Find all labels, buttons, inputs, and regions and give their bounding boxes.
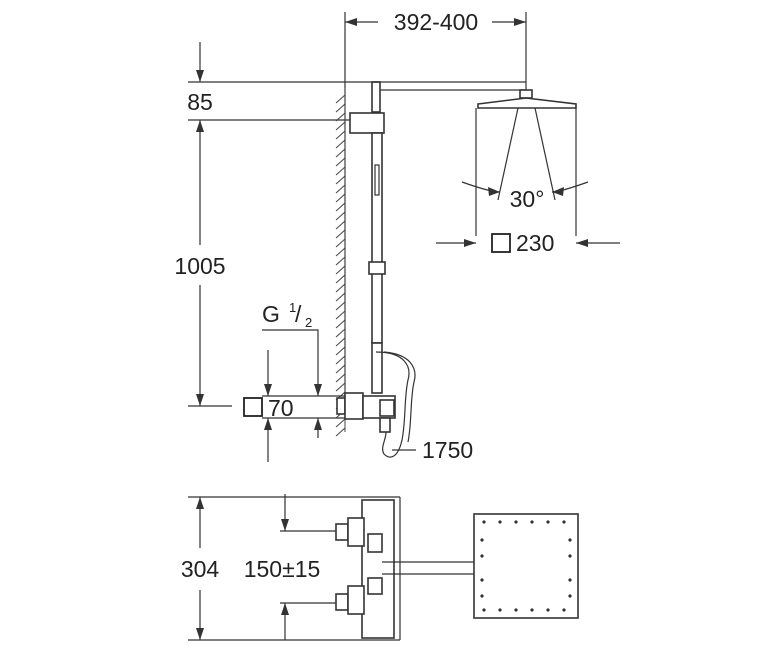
hose-dimension: 1750 xyxy=(375,351,473,463)
inlet-spacing-label: 150±15 xyxy=(244,556,321,582)
wall-hatching xyxy=(335,88,346,437)
thread-dimension: G 1 / 2 xyxy=(262,300,322,438)
hose-length-label: 1750 xyxy=(422,437,473,463)
head-size-label: 230 xyxy=(516,230,554,256)
height-dimensions: 85 1005 xyxy=(174,42,380,407)
valve-dimension: 70 xyxy=(243,350,396,462)
square-symbol-icon xyxy=(243,397,263,417)
shower-head-side: 30° xyxy=(461,89,589,236)
overall-depth-label: 304 xyxy=(181,556,220,582)
head-size-dimension: 230 xyxy=(436,230,620,256)
valve-box-label: 70 xyxy=(268,395,294,421)
spray-angle-label: 30° xyxy=(510,186,545,212)
thread-numerator: 1 xyxy=(289,300,296,315)
plan-view: 304 150±15 xyxy=(181,494,579,641)
thread-size-label: G xyxy=(262,301,280,327)
square-symbol-icon xyxy=(491,233,511,253)
thread-denominator: 2 xyxy=(305,315,312,330)
top-offset-label: 85 xyxy=(187,89,213,115)
svg-text:/: / xyxy=(295,301,302,327)
arm-reach-label: 392-400 xyxy=(394,9,478,35)
column-height-label: 1005 xyxy=(174,253,225,279)
shower-column xyxy=(349,81,526,394)
